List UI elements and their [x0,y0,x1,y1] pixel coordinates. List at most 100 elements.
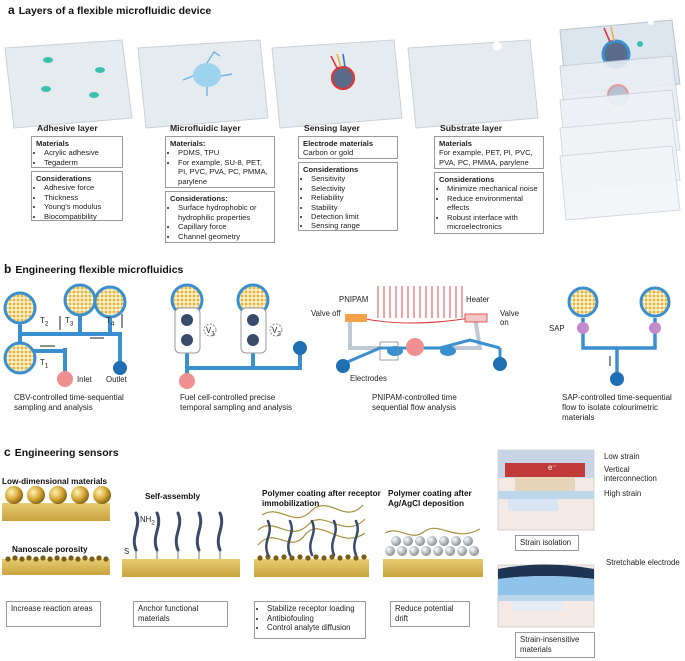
adhesive-consideration-item: Biocompatibility [44,212,118,221]
sensing-consideration-item: Detection limit [311,212,393,221]
panel-c-title-text: Engineering sensors [14,447,119,459]
vertical-interconnection-label: Vertical interconnection [604,465,657,483]
polymer-agcl-label: Polymer coating after Ag/AgCl deposition [388,489,472,508]
sensing-layer-name: Sensing layer [304,123,360,133]
adhesive-layer-sheet [4,19,681,221]
sensor-diagrams [2,449,595,628]
low-strain-label: Low strain [604,452,640,461]
sensing-consideration-item: Sensitivity [311,174,393,183]
sensing-materials-box: Electrode materials Carbon or gold [298,136,398,159]
sensing-materials-heading: Electrode materials [303,139,374,148]
microfluidic-consideration-item: Capillary force [178,222,270,231]
substrate-consideration-item: Robust interface with microelectronics [447,213,539,232]
adhesive-considerations-heading: Considerations [36,174,92,183]
receptor-item: Antibiofouling [267,614,361,624]
panel-b-letter: b [4,262,12,276]
substrate-consideration-item: Reduce environmental effects [447,194,539,213]
sensing-considerations-heading: Considerations [303,165,359,174]
fuel-v1-label: V1 [206,326,215,339]
adhesive-materials-box: Materials Acrylic adhesive Tegaderm [31,136,123,168]
fuel-caption: Fuel cell-controlled precise temporal sa… [180,393,293,412]
valve-off-label: Valve off [311,309,341,318]
sensing-consideration-item: Stability [311,203,393,212]
sensing-considerations-box: Considerations Sensitivity Selectivity R… [298,162,398,231]
cbv-t4-label: T4 [106,316,114,329]
microfluidic-considerations-heading: Considerations: [170,194,228,203]
substrate-considerations-heading: Considerations [439,175,495,184]
cbv-caption: CBV-controlled time-sequential sampling … [14,393,124,412]
stretchable-electrode-label: Stretchable electrode [606,558,680,567]
cbv-t3-text: T [65,316,70,325]
microfluidic-materials-heading: Materials: [170,139,206,148]
strain-isolation-box: Strain isolation [515,535,579,551]
electron-label: e⁻ [548,463,557,472]
nanoscale-label: Nanoscale porosity [12,545,88,554]
receptor-item: Control analyte diffusion [267,623,361,633]
microfluidics-diagrams [3,283,671,389]
adhesive-considerations-box: Considerations Adhesive force Thickness … [31,171,123,221]
sensing-consideration-item: Sensing range [311,221,393,230]
valve-on-label: Valve on [500,309,519,327]
cbv-t2-label: T2 [40,316,48,329]
receptor-box: Stabilize receptor loading Antibiofoulin… [254,601,366,639]
sensing-consideration-item: Selectivity [311,184,393,193]
cbv-t1-label: T1 [40,358,48,371]
substrate-materials-heading: Materials [439,139,472,148]
fuel-v1-text: V [206,326,212,335]
s-label: S [124,547,130,556]
cbv-t3-label: T3 [65,316,73,329]
substrate-materials-text: For example, PET, PI, PVC, PVA, PC, PMMA… [439,148,533,167]
low-dim-label: Low-dimensional materials [2,477,108,486]
microfluidic-layer-name: Microfluidic layer [170,123,241,133]
panel-b-title-text: Engineering flexible microfluidics [15,264,184,276]
sap-label: SAP [549,324,565,333]
nh2-label: NH2 [140,515,155,528]
substrate-considerations-box: Considerations Minimize mechanical noise… [434,172,544,234]
increase-reaction-box: Increase reaction areas [6,601,101,627]
microfluidic-materials-box: Materials: PDMS, TPU For example, SU-8, … [165,136,275,188]
fuel-v1-sub: 1 [211,330,215,338]
pnipam-label: PNIPAM [339,295,369,304]
cbv-t2-sub: 2 [44,320,49,328]
microfluidic-considerations-box: Considerations: Surface hydrophobic or h… [165,191,275,243]
cbv-outlet-label: Outlet [106,375,127,384]
panel-c-letter: c [4,445,11,459]
panel-a-letter: a [8,3,15,17]
heater-label: Heater [466,295,490,304]
adhesive-material-item: Tegaderm [44,158,118,167]
receptor-item: Stabilize receptor loading [267,604,361,614]
cbv-t2-text: T [40,316,45,325]
adhesive-material-item: Acrylic adhesive [44,148,118,157]
cbv-t3-sub: 3 [69,320,74,328]
fuel-v2-sub: 2 [277,330,281,338]
cbv-t4-text: T [106,316,111,325]
pnipam-caption: PNIPAM-controlled time sequential flow a… [372,393,457,412]
cbv-inlet-label: Inlet [77,375,92,384]
microfluidic-material-item: For example, SU-8, PET, PI, PVC, PVA, PC… [178,158,270,186]
nh2-sub: 2 [151,519,155,527]
self-assembly-label: Self-assembly [145,492,201,501]
sensing-materials-text: Carbon or gold [303,148,354,158]
adhesive-consideration-item: Thickness [44,193,118,202]
polymer-receptor-label: Polymer coating after receptor immobiliz… [262,489,381,508]
panel-a-title-text: Layers of a flexible microfluidic device [18,5,212,17]
nh2-text: NH [140,515,152,524]
cbv-t4-sub: 4 [110,320,115,328]
adhesive-layer-name: Adhesive layer [37,123,98,133]
microfluidic-consideration-item: Surface hydrophobic or hydrophilic prope… [178,203,270,222]
fuel-v2-label: V2 [272,326,281,339]
microfluidic-consideration-item: Channel geometry [178,232,270,241]
high-strain-label: High strain [604,489,642,498]
cbv-t1-text: T [40,358,45,367]
substrate-materials-box: Materials For example, PET, PI, PVC, PVA… [434,136,544,169]
substrate-layer-name: Substrate layer [440,123,503,133]
cbv-t1-sub: 1 [44,362,49,370]
sap-caption: SAP-controlled time-sequential flow to i… [562,393,672,422]
anchor-box: Anchor functional materials [133,601,228,627]
adhesive-consideration-item: Adhesive force [44,183,118,192]
adhesive-consideration-item: Young's modulus [44,202,118,211]
microfluidic-material-item: PDMS, TPU [178,148,270,157]
